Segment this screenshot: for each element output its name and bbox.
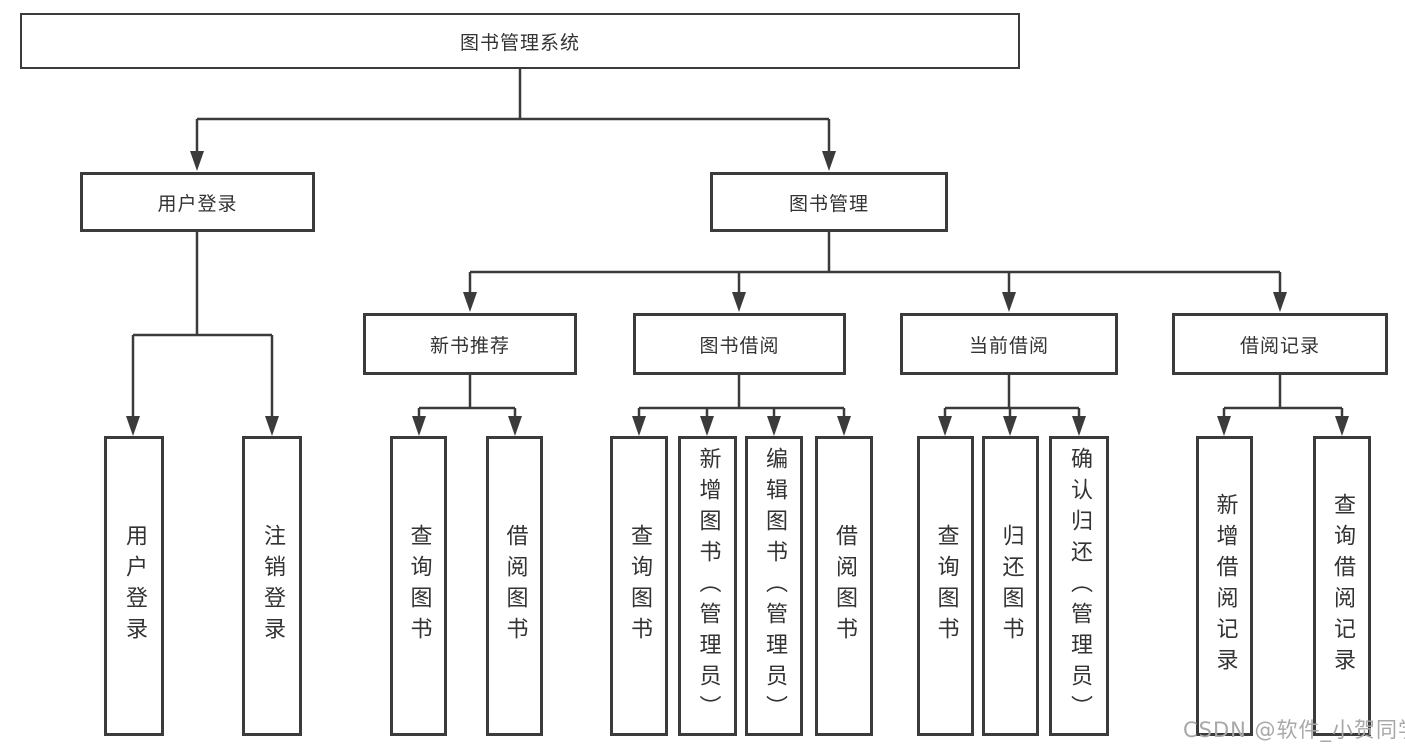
node-label: 编辑图书（管理员） <box>762 446 787 726</box>
leaf-query-books-recommend: 查询图书 <box>390 436 447 736</box>
node-label: 当前借阅 <box>968 334 1049 357</box>
node-label: 用户登录 <box>122 524 147 648</box>
node-label: 图书管理 <box>788 192 869 215</box>
node-label: 新增图书（管理员） <box>695 446 721 726</box>
node-current-borrowing: 当前借阅 <box>900 313 1118 375</box>
node-label: 借阅记录 <box>1239 334 1320 357</box>
leaf-add-borrow-record: 新增借阅记录 <box>1196 436 1253 736</box>
node-label: 新书推荐 <box>429 334 510 357</box>
node-label: 查询图书 <box>627 524 652 648</box>
node-label: 查询借阅记录 <box>1330 493 1355 679</box>
leaf-query-borrow-record: 查询借阅记录 <box>1313 436 1371 736</box>
node-book-borrowing: 图书借阅 <box>633 313 846 375</box>
node-label: 图书管理系统 <box>459 31 580 54</box>
node-label: 归还图书 <box>998 524 1024 648</box>
node-label: 用户登录 <box>157 192 238 215</box>
leaf-query-books-current: 查询图书 <box>917 436 974 736</box>
node-label: 确认归还（管理员） <box>1067 446 1092 726</box>
node-label: 借阅图书 <box>832 524 857 648</box>
node-label: 图书借阅 <box>699 334 780 357</box>
leaf-return-books: 归还图书 <box>982 436 1039 736</box>
node-label: 查询图书 <box>406 524 432 648</box>
leaf-user-login: 用户登录 <box>104 436 164 736</box>
leaf-query-books-borrowing: 查询图书 <box>610 436 668 736</box>
csdn-watermark: CSDN @软件_小贺同学 <box>1183 718 1405 742</box>
node-label: 借阅图书 <box>502 524 528 648</box>
node-label: 新增借阅记录 <box>1212 493 1238 679</box>
node-library-management-system: 图书管理系统 <box>20 13 1020 69</box>
node-book-management: 图书管理 <box>710 172 948 232</box>
node-borrowing-records: 借阅记录 <box>1172 313 1388 375</box>
node-new-book-recommendation: 新书推荐 <box>363 313 577 375</box>
node-label: 查询图书 <box>933 524 959 648</box>
leaf-borrow-books-borrowing: 借阅图书 <box>815 436 873 736</box>
leaf-add-book-admin: 新增图书（管理员） <box>678 436 737 736</box>
leaf-logout: 注销登录 <box>242 436 302 736</box>
node-user-login: 用户登录 <box>80 172 315 232</box>
leaf-confirm-return-admin: 确认归还（管理员） <box>1049 436 1109 736</box>
leaf-borrow-books-recommend: 借阅图书 <box>486 436 543 736</box>
leaf-edit-book-admin: 编辑图书（管理员） <box>745 436 803 736</box>
node-label: 注销登录 <box>260 524 285 648</box>
